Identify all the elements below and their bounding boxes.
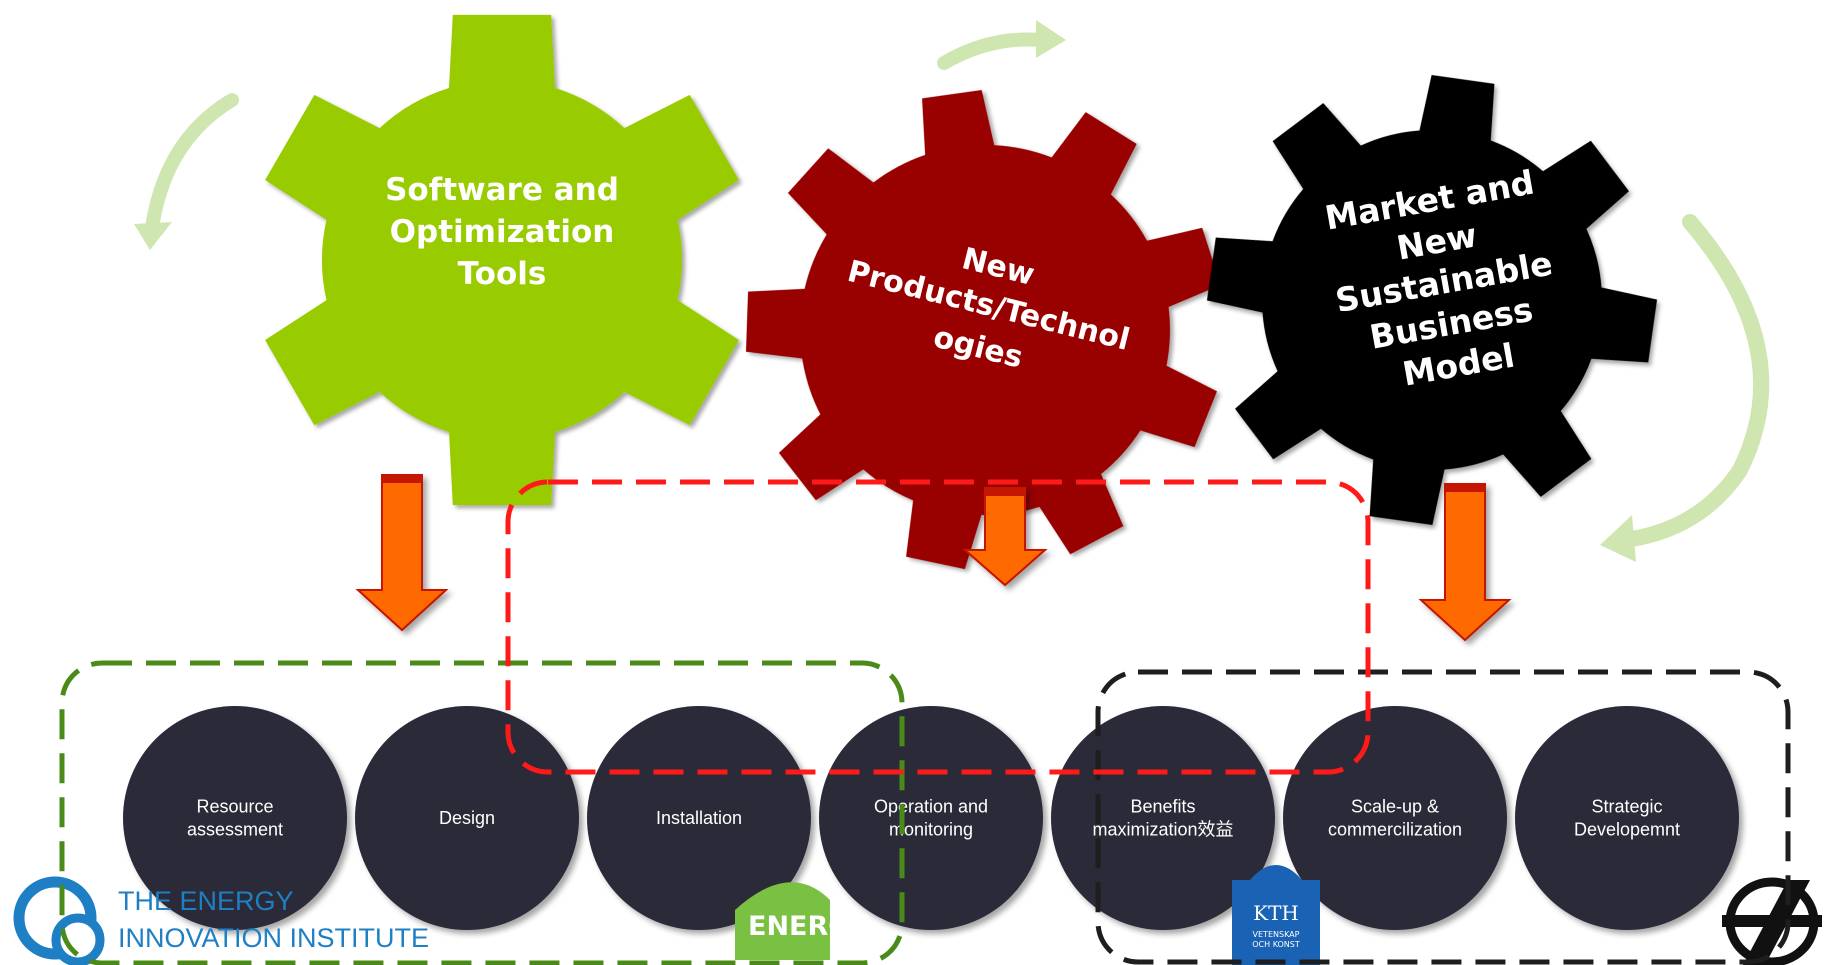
- gear-new-products: [746, 90, 1221, 570]
- stage-circle: [1051, 706, 1275, 930]
- stage-label: Scale-up & commercilization: [1328, 797, 1462, 840]
- cycle-arrow-left: [134, 93, 239, 250]
- stage-label: Resource assessment: [187, 797, 283, 840]
- down-arrow-software: [355, 474, 449, 632]
- stage-label-line: Developemnt: [1574, 820, 1680, 840]
- gear-software-label-line: Software and: [385, 172, 619, 208]
- cycle-arrow-top: [937, 20, 1066, 70]
- stage-label-line: Benefits: [1130, 797, 1195, 817]
- kth-logo-sub1: VETENSKAP: [1253, 930, 1300, 939]
- stage-circle: [587, 706, 811, 930]
- stage-label: Installation: [656, 808, 742, 828]
- institute-name-line2: INNOVATION INSTITUTE: [118, 923, 429, 953]
- stage-label: Design: [439, 808, 495, 828]
- stage-circle: [1283, 706, 1507, 930]
- gear-software-label-line: Tools: [458, 256, 547, 292]
- stage-label-line: Strategic: [1591, 797, 1662, 817]
- stage-operation-monitoring: Operation and monitoring: [819, 706, 1043, 930]
- kth-logo-sub2: OCH KONST: [1252, 940, 1300, 949]
- cycle-arrow-right: [1600, 214, 1770, 562]
- stage-resource-assessment: Resource assessment: [123, 706, 347, 930]
- stage-circle: [355, 706, 579, 930]
- stage-label-line: assessment: [187, 820, 283, 840]
- stage-label-line: Resource: [196, 797, 273, 817]
- stage-label-line: Installation: [656, 808, 742, 828]
- stage-label-line: Design: [439, 808, 495, 828]
- stage-label-line: monitoring: [889, 820, 973, 840]
- gear-products-shape: [746, 90, 1221, 570]
- partner-logo-right: [1722, 877, 1822, 965]
- stage-circles: Resource assessment Design Installation Oper…: [123, 706, 1739, 930]
- stage-label-line: Scale-up &: [1351, 797, 1439, 817]
- down-arrow-products: [962, 487, 1048, 587]
- stage-label-line: maximization效益: [1092, 820, 1233, 840]
- gear-software-label-line: Optimization: [390, 214, 615, 250]
- group-box-market: [1095, 669, 1791, 965]
- kth-logo-text: KTH: [1253, 901, 1299, 925]
- energy-logo-text: ENERGY: [748, 911, 870, 942]
- stage-scale-up: Scale-up & commercilization: [1283, 706, 1507, 930]
- stage-circle: [123, 706, 347, 930]
- stage-label-line: commercilization: [1328, 820, 1462, 840]
- stage-circle: [1515, 706, 1739, 930]
- group-box-products: [505, 479, 1371, 775]
- gear-market-shape: [1206, 74, 1658, 526]
- group-box-software: [59, 660, 905, 965]
- institute-logo: THE ENERGY INNOVATION INSTITUTE: [13, 876, 429, 965]
- stage-label-line: Operation and: [874, 797, 988, 817]
- institute-name-line1: THE ENERGY: [118, 886, 294, 916]
- gear-software-shape: [265, 14, 739, 506]
- stage-installation: Installation: [587, 706, 811, 930]
- stage-circle: [819, 706, 1043, 930]
- stage-benefits-maximization: Benefits maximization效益: [1051, 706, 1275, 930]
- down-arrow-market: [1418, 483, 1512, 642]
- stage-design: Design: [355, 706, 579, 930]
- energy-logo: ENERGY: [735, 882, 870, 960]
- kth-logo: KTH VETENSKAP OCH KONST: [1232, 865, 1320, 965]
- gear-market-business-model: [1206, 74, 1658, 526]
- stage-label: Benefits maximization效益: [1092, 797, 1233, 840]
